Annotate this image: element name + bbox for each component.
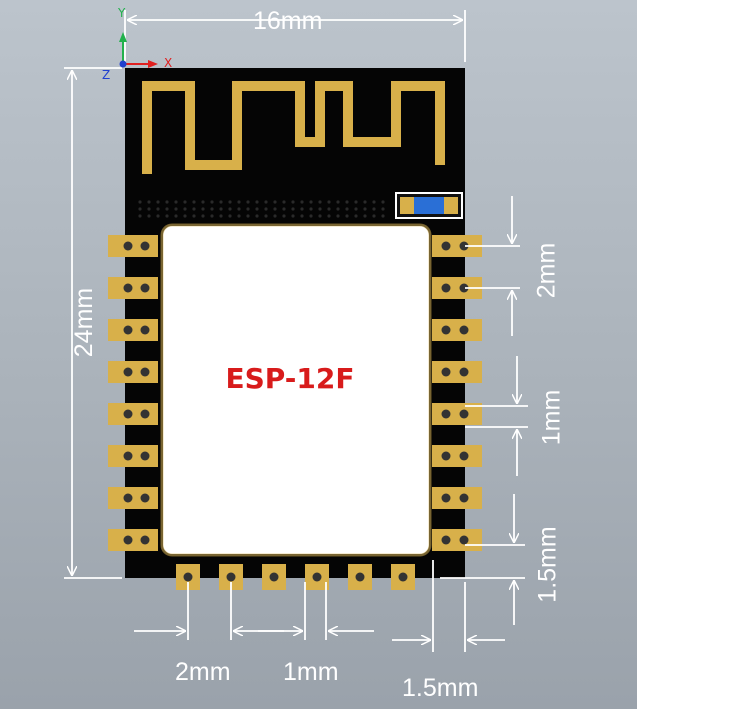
width-label: 16mm xyxy=(253,7,323,35)
axis-indicator xyxy=(119,32,158,68)
right-pin xyxy=(432,403,482,425)
bottom-width-label: 1mm xyxy=(283,658,339,686)
axis-z-label: Z xyxy=(102,68,111,82)
bottom-pin xyxy=(305,564,329,590)
right-pin xyxy=(432,319,482,341)
led-component xyxy=(395,192,463,219)
height-label: 24mm xyxy=(70,287,99,358)
module-label: ESP-12F xyxy=(225,362,355,395)
left-pin xyxy=(108,361,158,383)
antenna-trace xyxy=(142,81,445,174)
right-pin xyxy=(432,361,482,383)
bottom-offset-label: 1.5mm xyxy=(402,674,479,702)
right-pin xyxy=(432,445,482,467)
axis-x-label: X xyxy=(164,56,173,70)
left-pin xyxy=(108,277,158,299)
left-pin xyxy=(108,235,158,257)
right-pin xyxy=(432,487,482,509)
bottom-pin xyxy=(348,564,372,590)
left-pins xyxy=(108,235,158,551)
bottom-pitch-label: 2mm xyxy=(175,658,231,686)
via-dots xyxy=(138,200,385,218)
right-pin xyxy=(432,277,482,299)
left-pin xyxy=(108,403,158,425)
side-offset-label: 1.5mm xyxy=(533,526,562,603)
left-pin xyxy=(108,529,158,551)
left-pin xyxy=(108,445,158,467)
bottom-pins xyxy=(176,564,415,590)
bottom-pin xyxy=(391,564,415,590)
left-pin xyxy=(108,319,158,341)
side-pitch-label: 2mm xyxy=(532,242,561,299)
drawing-canvas: Y X Z ESP-12F 16mm 24mm 2mm 1mm 1.5mm 2m… xyxy=(0,0,637,709)
left-pin xyxy=(108,487,158,509)
axis-y-label: Y xyxy=(118,6,126,20)
right-pin xyxy=(432,235,482,257)
bottom-pin xyxy=(262,564,286,590)
right-pin xyxy=(432,529,482,551)
module-drawing xyxy=(67,15,522,645)
side-width-label: 1mm xyxy=(537,389,566,446)
